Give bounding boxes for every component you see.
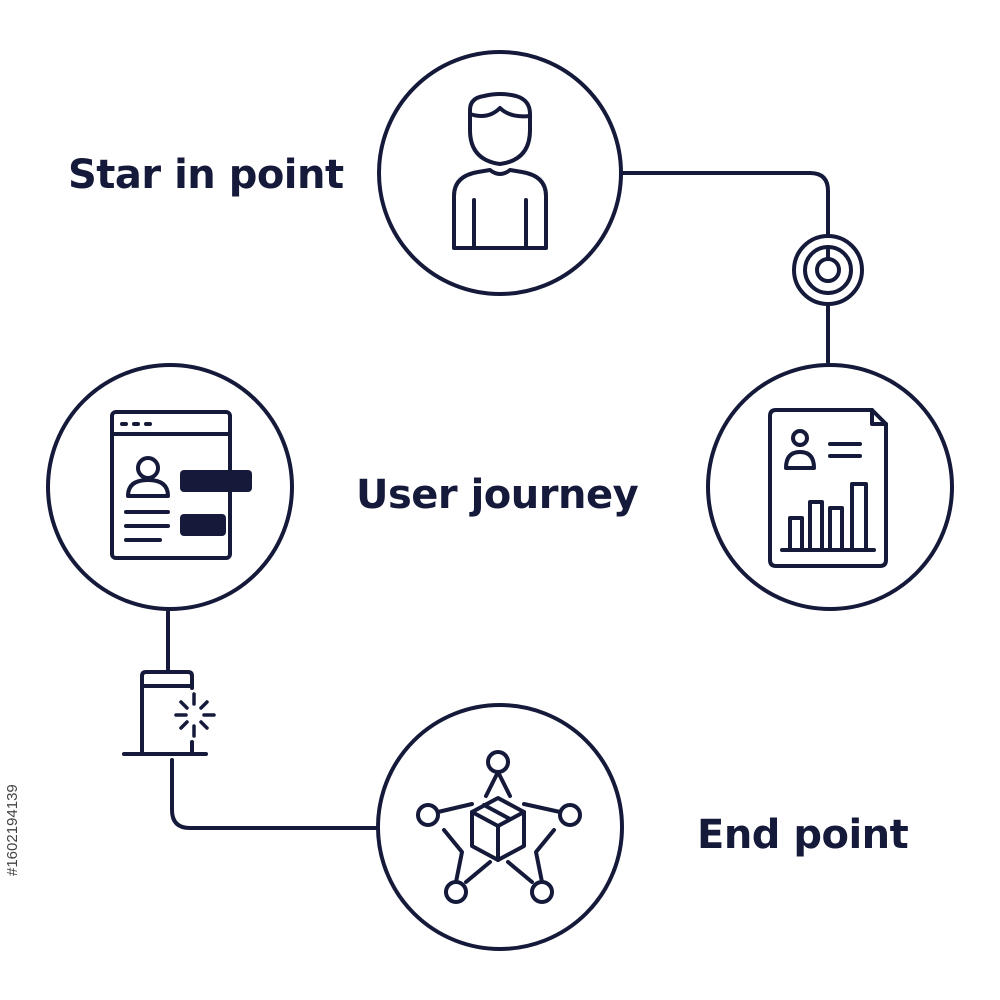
report-node — [706, 363, 954, 611]
target-icon — [792, 234, 864, 306]
stock-id-watermark: #1602194139 — [4, 784, 21, 876]
connector-start-to-report — [620, 171, 830, 364]
end-node — [376, 703, 624, 951]
connector-end-to-profile — [166, 610, 380, 830]
phone-tap-icon — [122, 670, 216, 756]
end-label: End point — [697, 812, 909, 858]
user-icon — [452, 92, 548, 250]
diagram-title: User journey — [356, 472, 639, 518]
profile-bars — [180, 470, 252, 536]
profile-node — [46, 363, 294, 611]
report-chart-icon — [768, 408, 888, 568]
start-node — [377, 50, 623, 296]
network-box-icon — [416, 750, 582, 904]
start-label: Star in point — [68, 152, 344, 198]
